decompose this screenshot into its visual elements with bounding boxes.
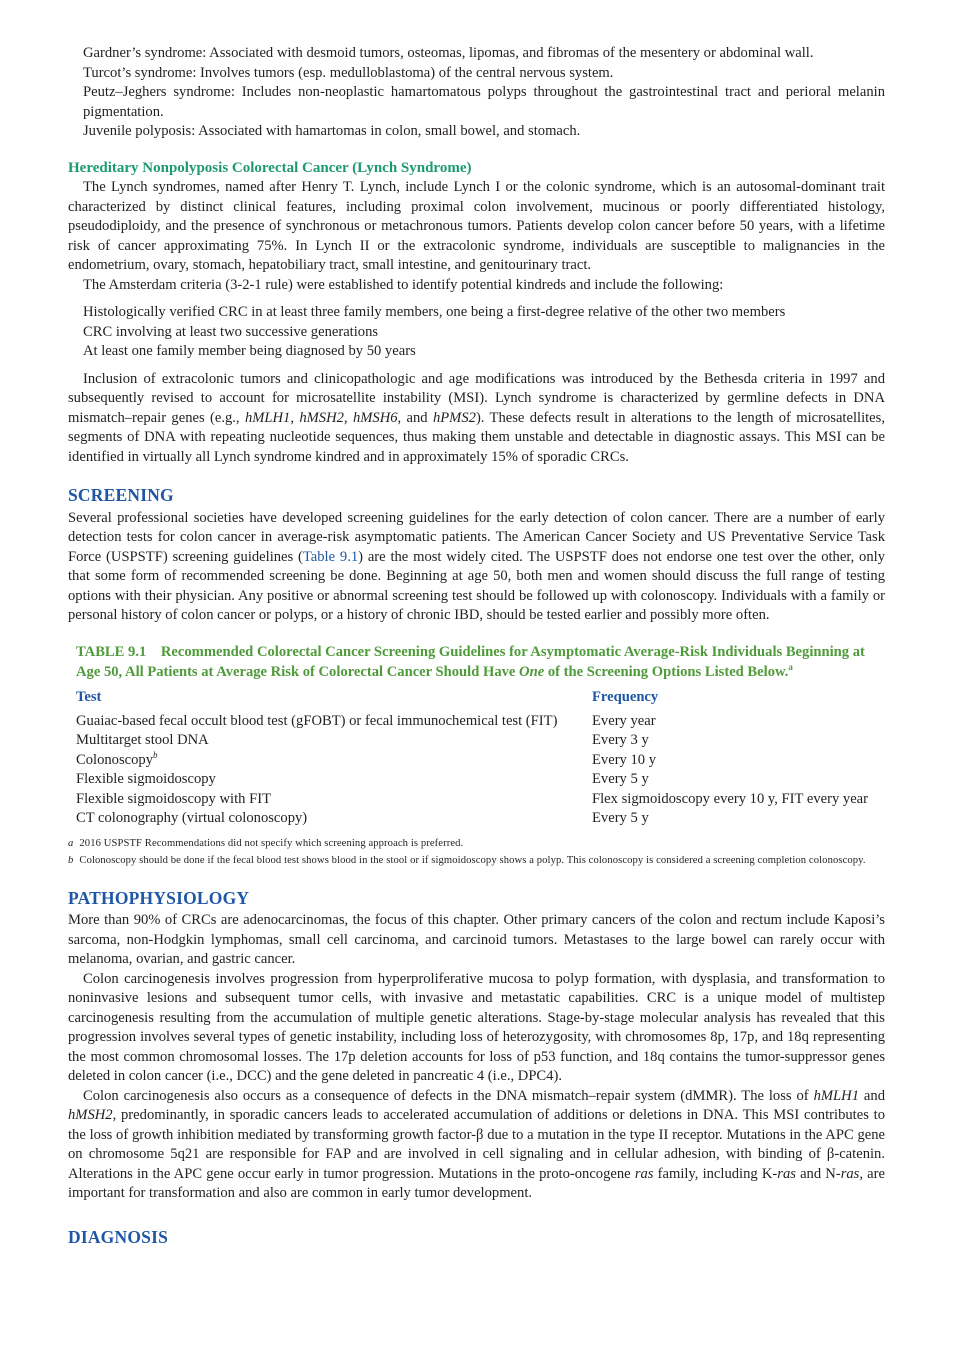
table-row: CT colonography (virtual colonoscopy) Eve… <box>76 809 885 829</box>
frequency-cell: Every 3 y <box>592 732 649 748</box>
syndrome-turcot: Turcot’s syndrome: Involves tumors (esp.… <box>83 64 614 81</box>
table-9-1-link[interactable]: Table 9.1 <box>302 548 359 565</box>
syndrome-gardner: Gardner’s syndrome: Associated with desm… <box>83 45 814 61</box>
criteria-item: CRC involving at least two successive ge… <box>83 323 379 340</box>
test-cell: CT colonography (virtual colonoscopy) <box>76 810 308 826</box>
patho-paragraph-3: Colon carcinogenesis also occurs as a co… <box>68 1087 885 1202</box>
page-content: Gardner’s syndrome: Associated with desm… <box>68 44 885 1247</box>
syndrome-list: Gardner’s syndrome: Associated with desm… <box>68 44 885 142</box>
gene-name: hMSH2 <box>299 409 344 426</box>
gene-name: hMSH6 <box>352 409 398 426</box>
patho-paragraph-1: More than 90% of CRCs are adenocarcinoma… <box>68 912 885 967</box>
table-row: Multitarget stool DNA Every 3 y <box>76 731 885 751</box>
lynch-paragraph-3: Inclusion of extracolonic tumors and cli… <box>68 370 885 465</box>
test-cell: Guaiac-based fecal occult blood test (gF… <box>76 712 558 729</box>
frequency-cell: Flex sigmoidoscopy every 10 y, FIT every… <box>592 790 869 807</box>
table-row: Flexible sigmoidoscopy with FIT Flex sigm… <box>76 790 885 810</box>
screening-heading: SCREENING <box>68 485 174 505</box>
criteria-item: Histologically verified CRC in at least … <box>83 304 786 320</box>
criteria-item: At least one family member being diagnos… <box>83 343 416 359</box>
frequency-cell: Every 5 y <box>592 771 649 787</box>
syndrome-peutz-jeghers: Peutz–Jeghers syndrome: Includes non-neo… <box>83 84 885 120</box>
frequency-cell: Every year <box>592 712 656 729</box>
screening-paragraph: Several professional societies have deve… <box>68 509 885 624</box>
table-header-row: Test Frequency <box>76 688 885 712</box>
gene-name: hMLH1 <box>244 409 291 426</box>
column-header-frequency: Frequency <box>592 688 659 705</box>
table-row: Colonoscopyb Every 10 y <box>76 749 885 771</box>
column-header-test: Test <box>76 688 102 705</box>
test-cell: Flexible sigmoidoscopy <box>76 771 216 787</box>
amsterdam-criteria-list: Histologically verified CRC in at least … <box>68 303 885 362</box>
test-cell: Multitarget stool DNA <box>76 732 209 748</box>
patho-paragraph-2: Colon carcinogenesis involves progressio… <box>68 970 885 1085</box>
test-cell: Colonoscopyb <box>76 749 158 768</box>
table-row: Guaiac-based fecal occult blood test (gF… <box>76 712 885 732</box>
diagnosis-heading: DIAGNOSIS <box>68 1226 169 1247</box>
gene-name: hPMS2 <box>432 409 476 426</box>
syndrome-juvenile-polyposis: Juvenile polyposis: Associated with hama… <box>83 123 581 139</box>
table-row: Flexible sigmoidoscopy Every 5 y <box>76 770 885 790</box>
frequency-cell: Every 5 y <box>592 810 649 826</box>
lynch-paragraph-1: The Lynch syndromes, named after Henry T… <box>68 179 885 273</box>
lynch-paragraph-2: The Amsterdam criteria (3-2-1 rule) were… <box>83 276 724 293</box>
screening-guidelines-table: Test Frequency Guaiac-based fecal occult… <box>76 688 885 829</box>
frequency-cell: Every 10 y <box>592 751 657 768</box>
test-cell: Flexible sigmoidoscopy with FIT <box>76 790 271 807</box>
pathophysiology-heading: PATHOPHYSIOLOGY <box>68 887 250 908</box>
table-title: TABLE 9.1 Recommended Colorectal Cancer … <box>76 643 865 680</box>
lynch-heading: Hereditary Nonpolyposis Colorectal Cance… <box>68 159 472 176</box>
